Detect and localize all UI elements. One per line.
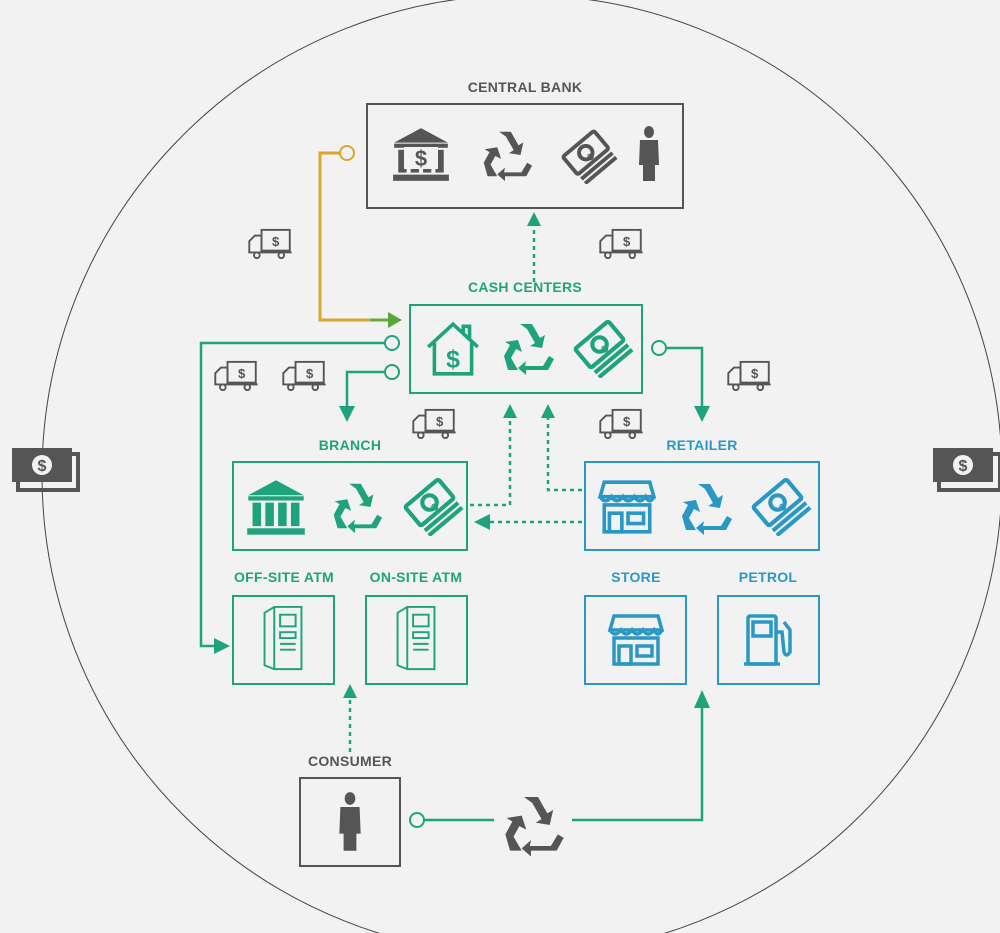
ecosystem-circle <box>41 0 1000 933</box>
cash-centers-to-branch-connector <box>339 364 400 422</box>
dollar-glyph: $ <box>38 458 47 475</box>
store-label: STORE <box>611 569 660 585</box>
central-bank-label: CENTRAL BANK <box>468 79 583 95</box>
onsite-atm-box[interactable] <box>365 595 468 685</box>
cash-centers-label: CASH CENTERS <box>468 279 582 295</box>
branch-box[interactable] <box>232 461 468 551</box>
branch-to-cash-centers-flow <box>470 404 517 507</box>
petrol-label: PETROL <box>739 569 798 585</box>
consumer-label: CONSUMER <box>308 753 392 769</box>
dollar-glyph: $ <box>959 458 968 475</box>
consumer-to-retail-connector <box>409 690 710 828</box>
banknotes-icon-left: $ <box>12 448 80 492</box>
onsite-atm-label: ON-SITE ATM <box>370 569 463 585</box>
central-bank-box[interactable] <box>366 103 684 209</box>
cash-centers-to-retailer-connector <box>651 340 710 422</box>
central-bank-to-cash-centers-connector <box>318 145 402 328</box>
cash-centers-to-central-bank-flow <box>527 212 541 282</box>
bank-icon: $ <box>393 128 449 181</box>
cash-centers-box[interactable] <box>409 304 643 394</box>
retailer-label: RETAILER <box>666 437 737 453</box>
retailer-to-branch-flow <box>474 514 582 530</box>
petrol-box[interactable] <box>717 595 820 685</box>
offsite-atm-box[interactable] <box>232 595 335 685</box>
cash-centers-to-offsite-atm-connector <box>199 335 400 654</box>
store-box[interactable] <box>584 595 687 685</box>
consumer-to-atm-flow <box>343 684 357 752</box>
banknotes-icon-right: $ <box>933 448 1000 492</box>
consumer-box[interactable] <box>299 777 401 867</box>
retailer-to-cash-centers-flow <box>541 404 582 492</box>
svg-text:$: $ <box>415 146 427 171</box>
retailer-box[interactable] <box>584 461 820 551</box>
offsite-atm-label: OFF-SITE ATM <box>234 569 334 585</box>
branch-label: BRANCH <box>319 437 381 453</box>
